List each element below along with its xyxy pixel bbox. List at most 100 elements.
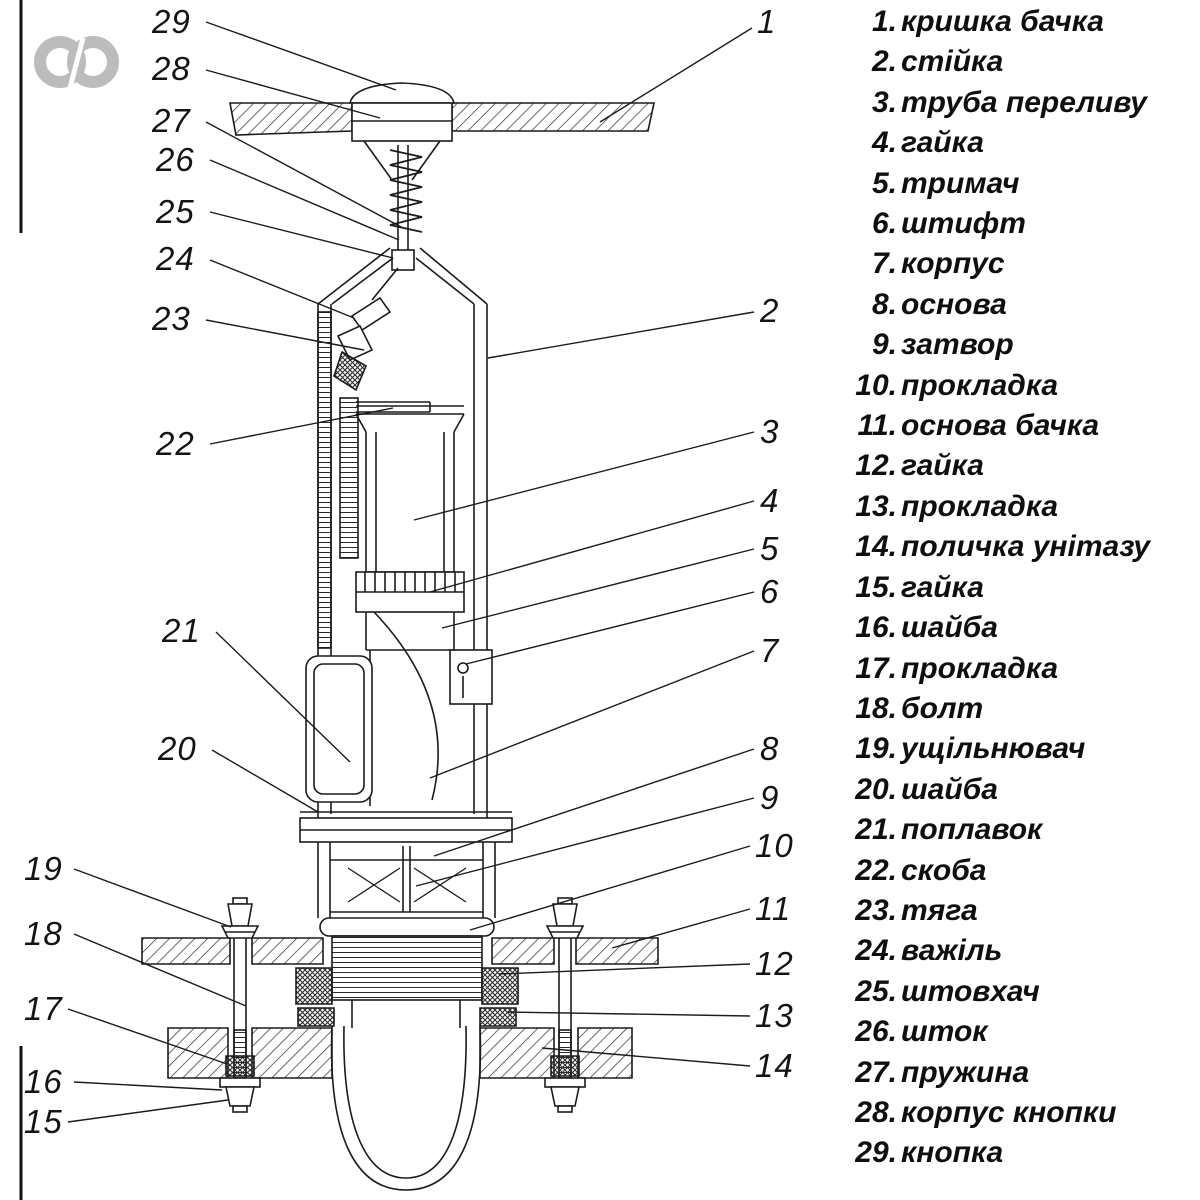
part-label: затвор bbox=[901, 328, 1014, 362]
shelf-gasket bbox=[297, 1000, 517, 1028]
part-label: труба переливу bbox=[901, 85, 1147, 119]
float bbox=[305, 655, 373, 803]
part-label: прокладка bbox=[901, 368, 1059, 402]
part-label: поличка унітазу bbox=[901, 530, 1151, 564]
part-number: 13. bbox=[855, 489, 897, 523]
callout-2: 2 bbox=[760, 292, 780, 329]
part-label: болт bbox=[901, 691, 984, 725]
callout-7: 7 bbox=[760, 632, 780, 669]
part-label: шайба bbox=[901, 611, 998, 645]
part-row: 18.болт bbox=[843, 689, 1199, 729]
part-number: 7. bbox=[871, 247, 897, 281]
part-number: 14. bbox=[855, 530, 897, 564]
fixing-bolt-left bbox=[219, 897, 261, 1113]
part-label: важіль bbox=[901, 934, 1003, 968]
part-number: 3. bbox=[871, 85, 897, 119]
callout-16: 16 bbox=[24, 1063, 63, 1100]
part-label: поплавок bbox=[901, 813, 1043, 847]
part-label: кришка бачка bbox=[901, 5, 1104, 38]
part-row: 19.ущільнювач bbox=[843, 729, 1199, 769]
base-gasket bbox=[319, 917, 495, 937]
part-label: тяга bbox=[901, 893, 978, 927]
callout-28: 28 bbox=[152, 50, 191, 87]
callout-3: 3 bbox=[760, 413, 780, 450]
callout-27: 27 bbox=[152, 102, 191, 139]
callout-18: 18 bbox=[24, 915, 63, 952]
part-number: 10. bbox=[855, 368, 897, 402]
part-label: прокладка bbox=[901, 489, 1059, 523]
callout-5: 5 bbox=[760, 530, 780, 567]
callout-11: 11 bbox=[755, 890, 792, 927]
pin-clip bbox=[449, 649, 493, 705]
part-row: 14.поличка унітазу bbox=[843, 527, 1199, 567]
callout-17: 17 bbox=[24, 990, 63, 1027]
callout-25: 25 bbox=[156, 193, 195, 230]
callout-4: 4 bbox=[760, 482, 780, 519]
holder bbox=[365, 612, 455, 651]
callout-19: 19 bbox=[24, 850, 63, 887]
part-row: 3.труба переливу bbox=[843, 83, 1199, 123]
part-number: 21. bbox=[855, 813, 897, 847]
part-row: 12.гайка bbox=[843, 446, 1199, 486]
part-row: 4.гайка bbox=[843, 123, 1199, 163]
adjust-rod-and-bracket bbox=[339, 397, 431, 559]
part-number: 12. bbox=[855, 449, 897, 483]
part-number: 25. bbox=[855, 974, 897, 1008]
part-label: штифт bbox=[901, 207, 1026, 241]
tank-lid bbox=[229, 102, 655, 136]
part-row: 26.шток bbox=[843, 1012, 1199, 1052]
lever-linkage bbox=[333, 267, 399, 392]
part-row: 6.штифт bbox=[843, 204, 1199, 244]
tank-bottom bbox=[141, 937, 659, 965]
part-number: 19. bbox=[855, 732, 897, 766]
inlet-dome bbox=[330, 1025, 482, 1191]
part-row: 1.кришка бачка bbox=[843, 2, 1199, 42]
part-number: 6. bbox=[871, 207, 897, 241]
part-label: ущільнювач bbox=[901, 732, 1086, 766]
part-number: 11. bbox=[857, 409, 897, 443]
part-row: 24.важіль bbox=[843, 931, 1199, 971]
part-row: 13.прокладка bbox=[843, 487, 1199, 527]
fixing-bolt-right bbox=[544, 897, 586, 1113]
part-row: 7.корпус bbox=[843, 244, 1199, 284]
part-label: шток bbox=[901, 1015, 988, 1049]
part-row: 2.стійка bbox=[843, 42, 1199, 82]
part-number: 26. bbox=[855, 1015, 897, 1049]
callout-1: 1 bbox=[757, 3, 777, 40]
part-number: 4. bbox=[871, 126, 897, 160]
part-number: 8. bbox=[871, 287, 897, 321]
part-number: 2. bbox=[871, 45, 897, 79]
callout-21: 21 bbox=[162, 612, 201, 649]
callout-9: 9 bbox=[760, 779, 780, 816]
part-label: корпус bbox=[901, 247, 1005, 281]
part-row: 9.затвор bbox=[843, 325, 1199, 365]
leader-lines bbox=[67, 21, 755, 1123]
callout-14: 14 bbox=[755, 1047, 794, 1084]
overflow-pipe bbox=[355, 405, 465, 573]
part-label: стійка bbox=[901, 45, 1004, 79]
part-label: штовхач bbox=[901, 974, 1040, 1008]
part-label: основа бачка bbox=[901, 409, 1100, 443]
spring bbox=[389, 149, 423, 233]
callout-22: 22 bbox=[156, 425, 195, 462]
part-number: 20. bbox=[855, 772, 897, 806]
callout-12: 12 bbox=[755, 945, 794, 982]
lower-body bbox=[369, 611, 439, 806]
part-number: 24. bbox=[855, 934, 897, 968]
callout-6: 6 bbox=[760, 573, 780, 610]
part-row: 23.тяга bbox=[843, 891, 1199, 931]
callout-23: 23 bbox=[152, 300, 191, 337]
part-label: гайка bbox=[901, 449, 984, 483]
callout-8: 8 bbox=[760, 730, 780, 767]
part-label: кнопка bbox=[901, 1136, 1004, 1170]
part-number: 29. bbox=[855, 1136, 897, 1170]
part-label: основа bbox=[901, 287, 1007, 321]
part-label: гайка bbox=[901, 126, 984, 160]
part-number: 15. bbox=[855, 570, 897, 604]
brand-logo-icon bbox=[34, 36, 119, 89]
parts-list: 1.кришка бачка 2.стійка 3.труба переливу… bbox=[843, 2, 1199, 1174]
part-row: 11.основа бачка bbox=[843, 406, 1199, 446]
part-row: 15.гайка bbox=[843, 568, 1199, 608]
part-row: 17.прокладка bbox=[843, 649, 1199, 689]
